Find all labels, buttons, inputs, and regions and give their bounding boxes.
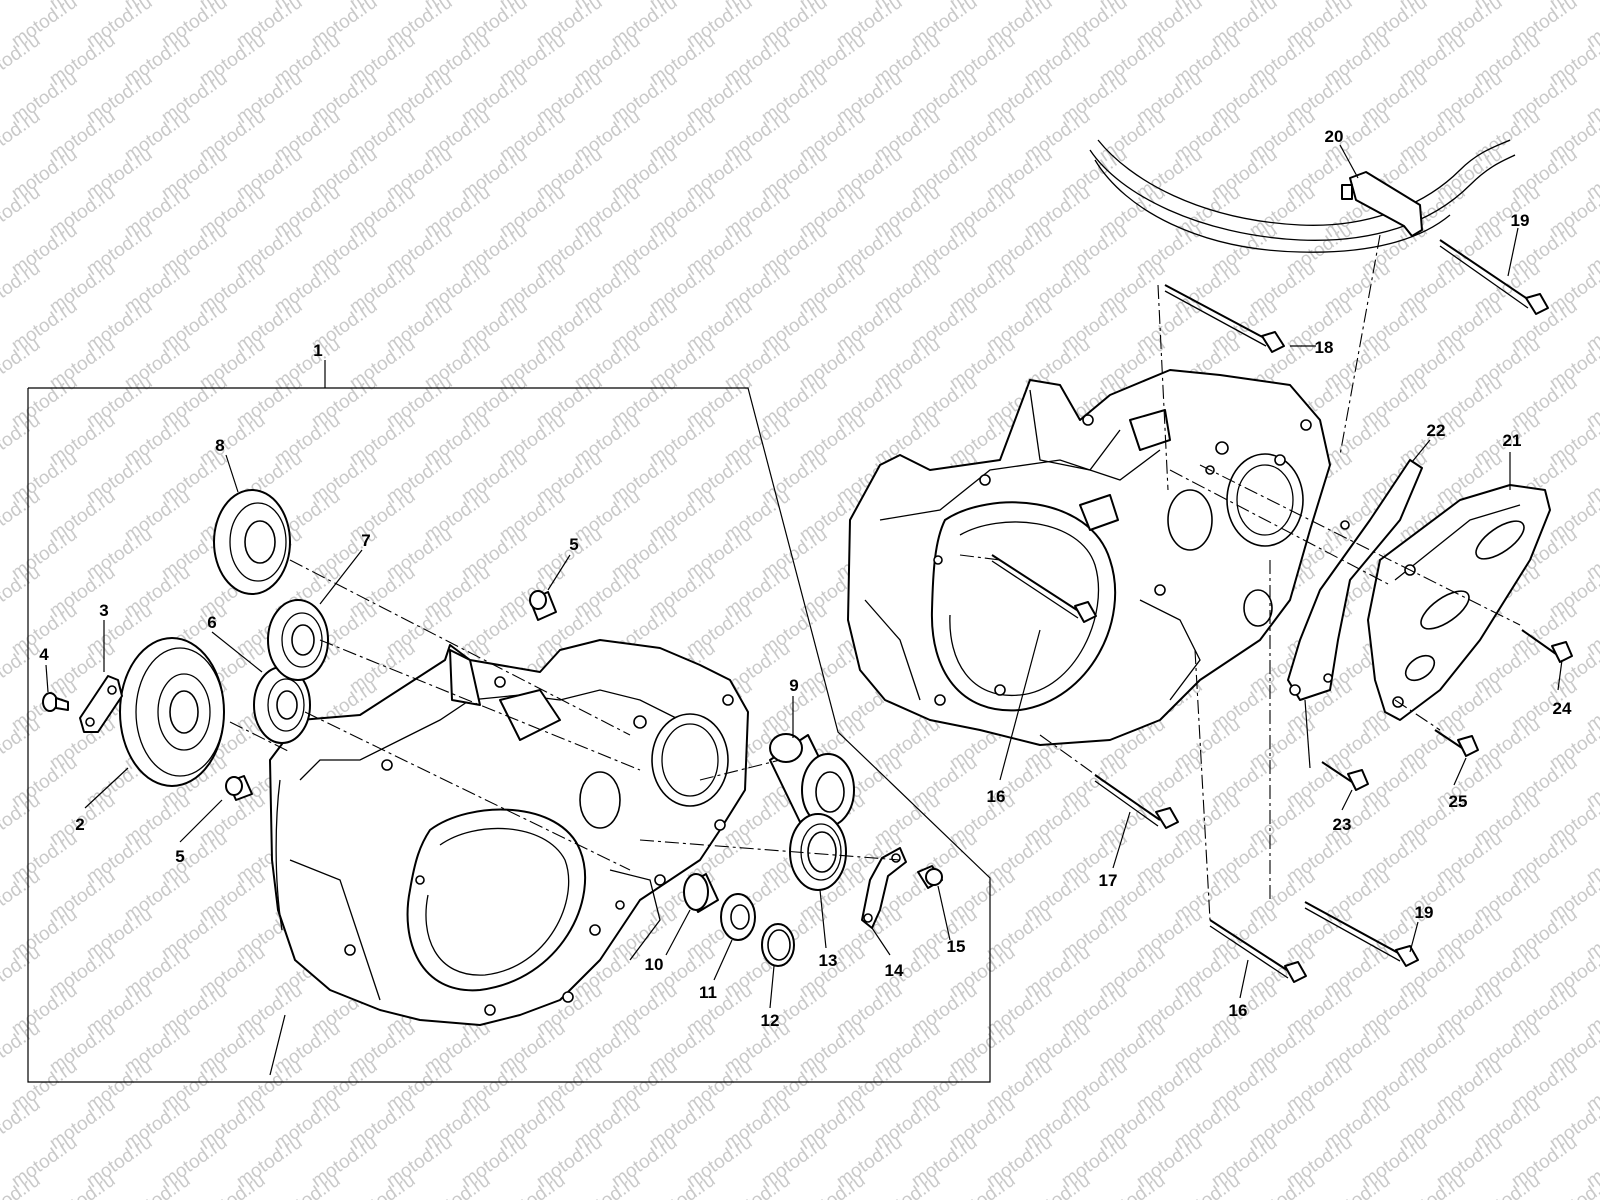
callout-2: 2 — [75, 815, 84, 834]
hose-clamp-part-20 — [1341, 171, 1423, 237]
watermark-text: motod.ru — [0, 0, 44, 14]
watermark-text: motod.ru — [0, 942, 44, 1002]
watermark-text: motod.ru — [0, 486, 44, 546]
lock-plate-part-3 — [79, 675, 123, 733]
callout-20: 20 — [1325, 127, 1344, 146]
callout-24: 24 — [1553, 699, 1572, 718]
watermark-text: motod.ru — [0, 1018, 44, 1078]
bearing-part-8 — [213, 489, 291, 595]
screw-part-4 — [42, 692, 69, 712]
watermark-text: motod.ru — [0, 866, 44, 926]
dowel-part-5-upper — [529, 590, 557, 621]
callout-9: 9 — [789, 676, 798, 695]
bolt-part-16-lower — [1209, 919, 1307, 983]
callout-19-upper: 19 — [1511, 211, 1530, 230]
callout-13: 13 — [819, 951, 838, 970]
cover-part-21 — [1367, 484, 1551, 721]
callout-16-upper: 16 — [987, 787, 1006, 806]
bushing-part-9 — [769, 733, 855, 827]
bolt-part-19-lower — [1304, 901, 1419, 967]
right-crankcase-half — [847, 369, 1331, 746]
callout-19-lower: 19 — [1415, 903, 1434, 922]
callout-12: 12 — [761, 1011, 780, 1030]
callout-6: 6 — [207, 613, 216, 632]
gasket-part-22 — [1287, 459, 1423, 701]
watermark-text: motod.ru — [0, 106, 44, 166]
assembly-frame-part-1 — [27, 360, 991, 1083]
dowel-part-5-lower — [225, 775, 253, 801]
watermark-text: motod.ru — [0, 1094, 44, 1154]
watermark-text: motod.ru — [0, 638, 44, 698]
watermark-text: motod.ru — [0, 410, 44, 470]
watermark-text: motod.ru — [0, 714, 44, 774]
watermark-text: motod.ru — [0, 562, 44, 622]
watermark-text: motod.ru — [0, 258, 44, 318]
bolt-part-23 — [1321, 761, 1369, 791]
callout-8: 8 — [215, 436, 224, 455]
bolt-part-24 — [1521, 629, 1573, 663]
seal-part-11 — [720, 893, 756, 941]
watermark-text: motod.ru — [0, 30, 44, 90]
bearing-part-2 — [119, 637, 225, 787]
watermark-text: motod.ru — [0, 790, 44, 850]
bolt-part-16-upper — [991, 554, 1097, 623]
callout-25: 25 — [1449, 792, 1468, 811]
callout-7: 7 — [361, 531, 370, 550]
bearing-part-6 — [253, 666, 311, 744]
callout-4: 4 — [39, 645, 49, 664]
sleeve-part-10 — [683, 873, 719, 913]
watermark-text: motod.ru — [0, 334, 44, 394]
bolt-part-18 — [1164, 284, 1285, 353]
callout-21: 21 — [1503, 431, 1522, 450]
callout-10: 10 — [645, 955, 664, 974]
left-crankcase-half — [269, 639, 749, 1026]
callout-16-lower: 16 — [1229, 1001, 1248, 1020]
callout-11: 11 — [699, 983, 717, 1002]
left-leader-lines — [45, 454, 951, 1076]
callout-14: 14 — [885, 961, 904, 980]
callout-labels: 1 2 3 4 5 5 6 7 8 9 10 11 12 13 14 15 16… — [39, 127, 1572, 1030]
bolt-part-19-upper — [1439, 239, 1549, 315]
callout-23: 23 — [1333, 815, 1352, 834]
bolt-part-17 — [1094, 774, 1179, 829]
watermark-text: motod.ru — [0, 182, 44, 242]
bolt-part-25 — [1434, 729, 1479, 757]
circlip-part-12 — [761, 923, 795, 967]
bolt-part-15 — [917, 865, 943, 889]
oil-seal-part-13 — [789, 813, 847, 891]
right-leader-lines — [959, 144, 1563, 999]
callout-15: 15 — [947, 937, 966, 956]
callout-1: 1 — [313, 341, 322, 360]
callout-5-lower: 5 — [175, 847, 184, 866]
callout-18: 18 — [1315, 338, 1334, 357]
bearing-part-7 — [267, 599, 329, 681]
callout-5-upper: 5 — [569, 535, 578, 554]
callout-3: 3 — [99, 601, 108, 620]
callout-22: 22 — [1427, 421, 1446, 440]
callout-17: 17 — [1099, 871, 1118, 890]
